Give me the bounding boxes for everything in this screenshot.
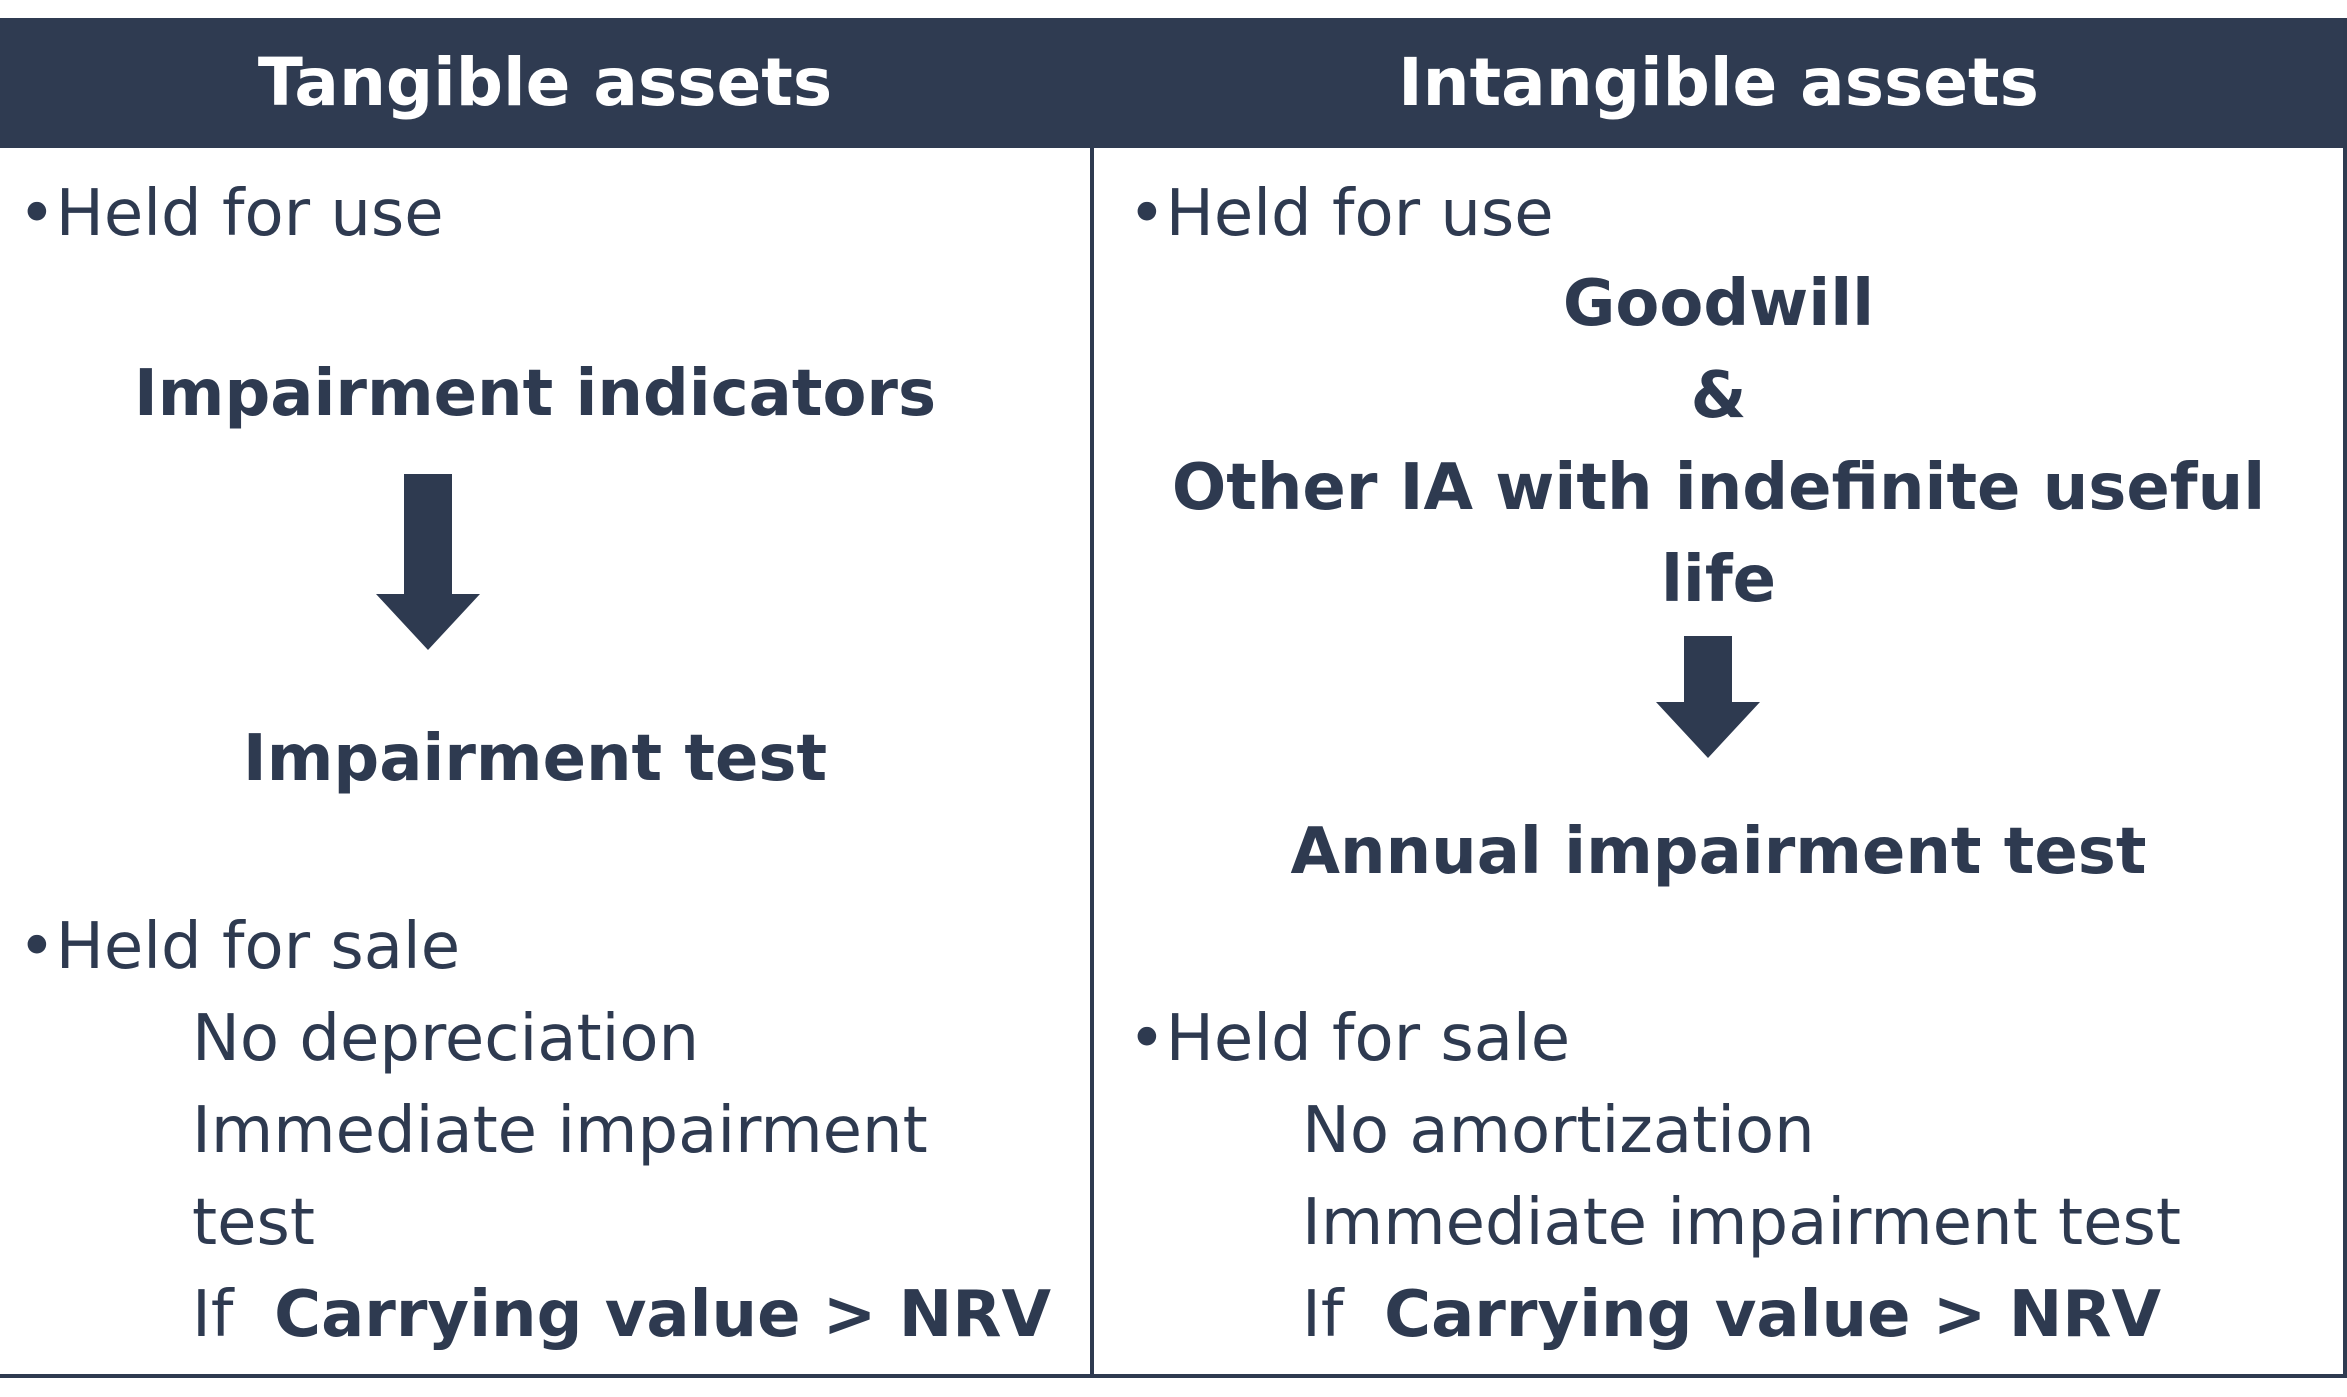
left-condition-line: If Carrying value > NRV xyxy=(192,1283,1051,1347)
right-annual-impairment-test: Annual impairment test xyxy=(1290,815,2147,889)
left-no-depreciation: No depreciation xyxy=(192,1002,700,1076)
right-condition: Carrying value > NRV xyxy=(1384,1278,2162,1352)
right-ampersand: & xyxy=(1690,359,1747,433)
comparison-table: Tangible assets Intangible assets xyxy=(0,18,2347,1378)
column-divider xyxy=(1090,148,1094,1374)
right-other-ia: Other IA with indefinite useful xyxy=(1171,451,2266,525)
header-intangible-assets: Intangible assets xyxy=(1398,44,2039,121)
left-impairment-indicators: Impairment indicators xyxy=(133,357,937,431)
right-immediate-impairment: Immediate impairment test xyxy=(1302,1186,2181,1260)
right-held-for-use: •Held for use xyxy=(1128,177,1554,251)
left-held-for-use: •Held for use xyxy=(18,177,444,251)
table-header: Tangible assets Intangible assets xyxy=(0,18,2343,148)
left-down-arrow-icon xyxy=(376,474,480,650)
right-down-arrow-icon xyxy=(1656,636,1760,758)
right-if-label: If xyxy=(1302,1278,1344,1352)
right-condition-line: If Carrying value > NRV xyxy=(1302,1283,2161,1347)
left-condition: Carrying value > NRV xyxy=(274,1278,1052,1352)
header-tangible-assets: Tangible assets xyxy=(257,44,833,121)
right-other-ia-cont: life xyxy=(1660,543,1777,617)
right-held-for-sale: •Held for sale xyxy=(1128,1002,1571,1076)
left-held-for-sale: •Held for sale xyxy=(18,910,461,984)
left-if-label: If xyxy=(192,1278,234,1352)
left-immediate-impairment-cont: test xyxy=(192,1186,315,1260)
left-impairment-test: Impairment test xyxy=(242,722,828,796)
right-no-amortization: No amortization xyxy=(1302,1094,1815,1168)
left-immediate-impairment: Immediate impairment xyxy=(192,1094,928,1168)
right-goodwill: Goodwill xyxy=(1562,267,1875,341)
